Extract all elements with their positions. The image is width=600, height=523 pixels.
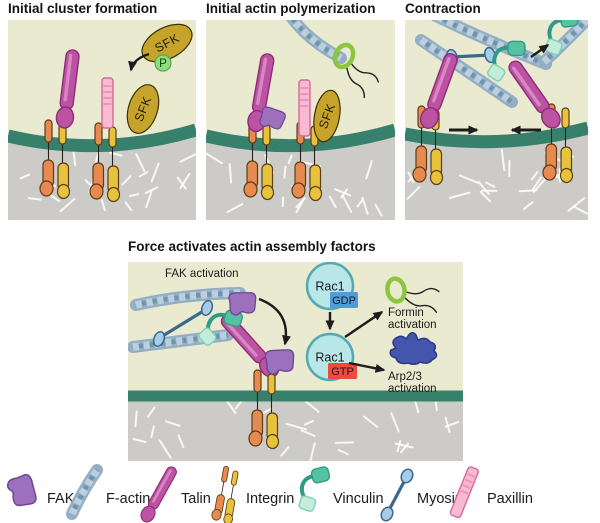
paxillin (101, 77, 114, 129)
sfk-kinase: SFK (313, 89, 341, 143)
legend-item-factin: F-actin (66, 464, 150, 520)
paxillin (298, 79, 311, 137)
formin-activation-label: Formin (388, 307, 424, 319)
paxillin-icon (449, 466, 479, 519)
panel-contraction: Contraction (405, 1, 588, 220)
arp23-complex (389, 332, 438, 366)
svg-text:Myosin: Myosin (417, 491, 463, 507)
ecm-matrix (128, 396, 463, 461)
myosin-motor (152, 299, 214, 348)
f-actin-filament (415, 34, 518, 108)
f-actin-filament (128, 329, 234, 353)
svg-text:GDP: GDP (332, 295, 356, 307)
svg-text:Talin: Talin (181, 491, 211, 507)
svg-text:P: P (159, 58, 167, 70)
plasma-membrane (8, 123, 196, 153)
rac1-gtp: Rac1 GTP (305, 332, 357, 382)
release-arrow (530, 44, 550, 58)
integrin-icon (210, 464, 242, 523)
recruitment-arrow (128, 52, 150, 72)
to-arp-arrow (348, 361, 386, 373)
plasma-membrane (405, 121, 588, 149)
sfk-kinase: SFK (126, 84, 160, 134)
panel-initial-cluster-formation: Initial cluster formation SFK P SFK (8, 1, 196, 220)
legend: FAK F-actin Talin Integrin Vinculin Myos… (5, 463, 533, 523)
svg-text:Integrin: Integrin (246, 491, 294, 507)
svg-text:GTP: GTP (331, 366, 354, 378)
fak-recruitment-arrow (258, 297, 291, 346)
f-actin-filament (430, 20, 552, 70)
fak-icon (5, 472, 40, 511)
to-formin-arrow (344, 311, 384, 338)
svg-text:Paxillin: Paxillin (487, 491, 533, 507)
formin-activation-label-2: activation (388, 319, 437, 331)
svg-text:Rac1: Rac1 (315, 350, 344, 364)
svg-text:F-actin: F-actin (106, 491, 150, 507)
svg-text:Rac1: Rac1 (315, 279, 344, 293)
arp-activation-label: Arp2/3 (388, 371, 422, 383)
fak-free (227, 290, 258, 317)
phosphate-badge: P (154, 54, 172, 72)
legend-item-paxillin: Paxillin (449, 466, 533, 519)
legend-item-integrin: Integrin (210, 464, 294, 523)
sfk-kinase-phosphorylated: SFK (141, 23, 193, 63)
arp-activation-label-2: activation (388, 383, 437, 395)
panel-title: Force activates actin assembly factors (128, 239, 376, 254)
fak-bound (263, 346, 297, 376)
vinculin-icon (296, 464, 333, 515)
fak-activation-label: FAK activation (165, 268, 239, 280)
panel-title: Contraction (405, 1, 481, 16)
f-actin-filament (130, 287, 246, 311)
f-actin-icon (66, 464, 103, 520)
rac1-gdp: Rac1 GDP (305, 262, 358, 311)
panel-title: Initial actin polymerization (206, 1, 376, 16)
svg-text:Vinculin: Vinculin (333, 491, 384, 507)
panel-initial-actin-polymerization: Initial actin polymerization SFK (206, 1, 395, 220)
legend-item-talin: Talin (137, 463, 211, 523)
f-actin-filament (538, 20, 588, 68)
svg-text:FAK: FAK (47, 491, 75, 507)
panel-force-activates-assembly: Force activates actin assembly factors F… (128, 239, 463, 461)
legend-item-myosin: Myosin (380, 468, 463, 522)
legend-item-vinculin: Vinculin (296, 464, 384, 515)
panel-title: Initial cluster formation (8, 1, 157, 16)
legend-item-fak: FAK (5, 472, 75, 511)
